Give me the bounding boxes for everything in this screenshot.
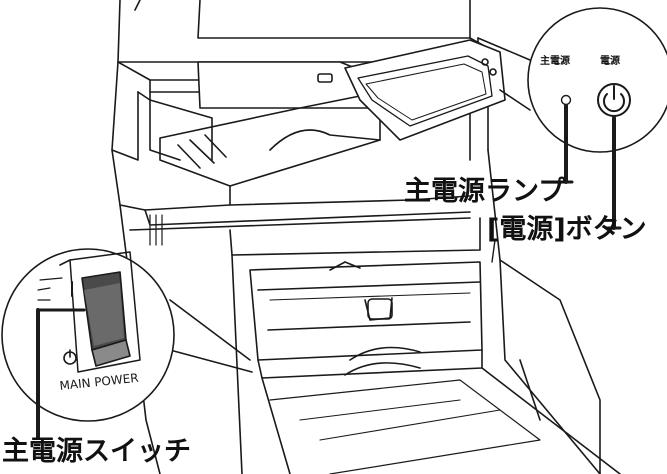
- main-power-lamp-tiny-label: 主電源: [540, 56, 570, 67]
- main-power-switch-label: 主電源スイッチ: [2, 436, 191, 467]
- power-button-label: [電源]ボタン: [487, 214, 647, 245]
- power-button-tiny-label: 電源: [600, 56, 620, 67]
- operation-panel: [197, 39, 506, 141]
- main-power-lamp-label: 主電源ランプ: [404, 176, 566, 207]
- switch-zoom-callout: [1, 248, 253, 440]
- panel-zoom-callout: [477, 7, 667, 263]
